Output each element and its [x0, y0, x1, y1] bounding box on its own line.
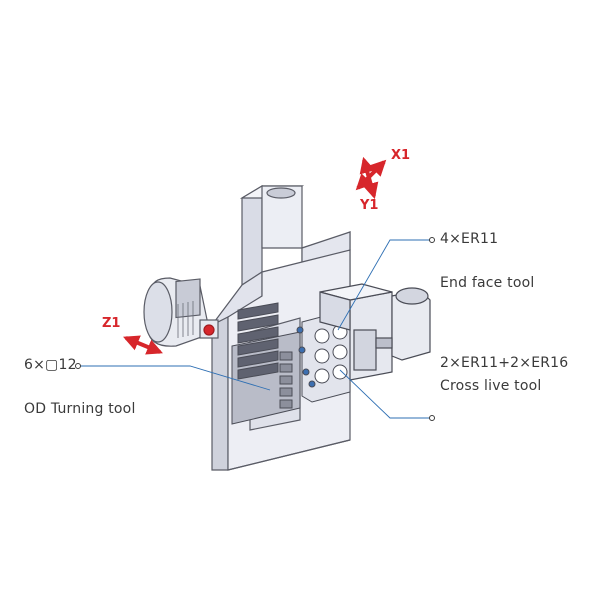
leader-dots: [75, 237, 435, 421]
cross-live-count-label: 2×ER11+2×ER16: [440, 355, 569, 371]
end-face-count-label: 4×ER11: [440, 231, 499, 247]
leader-end-face: [337, 239, 432, 331]
od-turning-tool-gang: [231, 302, 301, 425]
leader-lines: [78, 239, 432, 419]
end-face-tool-label: End face tool: [440, 275, 535, 291]
spindle-motor: [143, 277, 219, 347]
x1-y1-axis-arrows-icon: [355, 156, 387, 200]
od-turning-dot-icon: [75, 363, 81, 369]
cross-live-tool-label: Cross live tool: [440, 378, 542, 394]
leader-cross-live: [339, 369, 432, 419]
od-turning-tool-label: OD Turning tool: [24, 401, 136, 417]
live-tool-motor: [319, 283, 431, 381]
y1-axis-label: Y1: [360, 198, 379, 213]
leader-od-turning: [78, 365, 271, 391]
z1-axis-label: Z1: [102, 316, 121, 331]
cross-live-dot-icon: [429, 415, 435, 421]
z1-axis-arrow-icon: [123, 335, 163, 355]
x1-axis-label: X1: [391, 148, 411, 163]
end-face-dot-icon: [429, 237, 435, 243]
od-count-label: 6×▢12: [24, 357, 77, 373]
